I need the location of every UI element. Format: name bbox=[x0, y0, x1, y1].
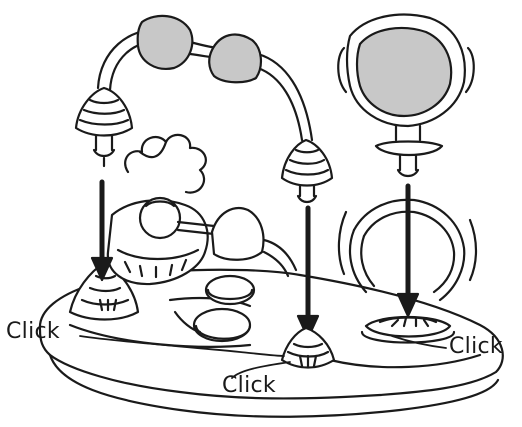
center-cone bbox=[212, 208, 296, 276]
flower-shape bbox=[125, 135, 206, 193]
down-arrow-icon-left bbox=[92, 182, 112, 280]
callout-label-left: Click bbox=[6, 321, 60, 343]
mirror-top bbox=[338, 15, 474, 176]
top-bead-left bbox=[138, 16, 193, 69]
callout-label-bottom: Click bbox=[222, 375, 276, 397]
top-bead-right bbox=[209, 35, 261, 83]
left-drop-peg bbox=[76, 88, 132, 166]
middle-drop-peg bbox=[282, 140, 332, 202]
down-arrow-icon-middle bbox=[298, 208, 318, 338]
down-arrow-icon-right bbox=[398, 186, 418, 316]
callout-label-right: Click bbox=[449, 336, 503, 358]
